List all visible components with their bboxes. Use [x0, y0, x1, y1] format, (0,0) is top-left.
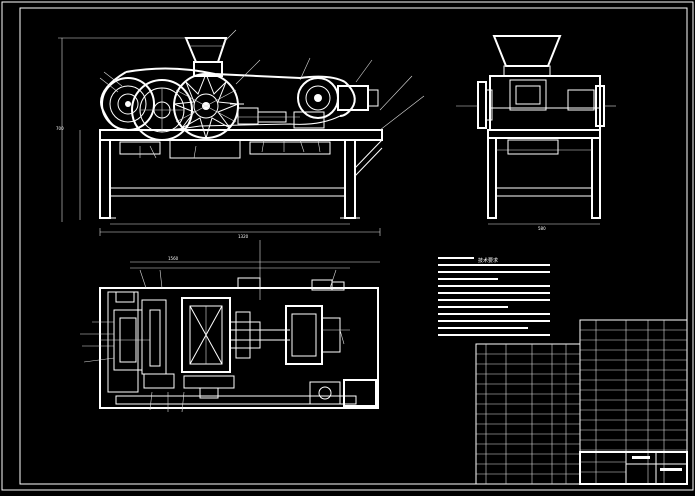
front-view: 1320 700 — [56, 29, 425, 239]
dim-front-height: 700 — [56, 126, 64, 131]
side-view: 580 — [456, 35, 616, 231]
dim-front-width: 1320 — [238, 234, 249, 239]
inner-border — [19, 7, 688, 485]
plan-view: 1560 — [80, 240, 380, 413]
tech-req-title: 技术要求 — [478, 257, 498, 264]
technical-requirements: 技术要求 — [438, 257, 550, 336]
dim-side-width: 580 — [538, 226, 546, 231]
parts-list-table — [475, 319, 688, 485]
dim-plan-length: 1560 — [168, 256, 179, 261]
